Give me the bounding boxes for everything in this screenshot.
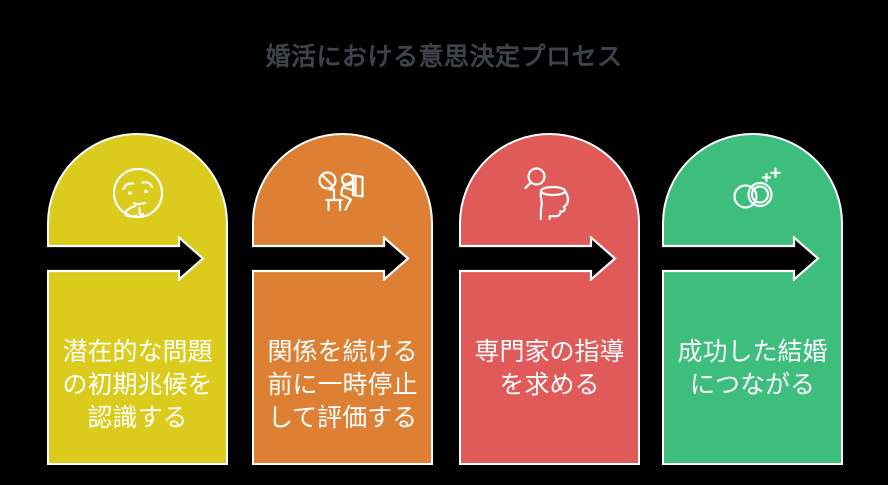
step-column-successful-marriage: 成功した結婚 につながる bbox=[662, 133, 843, 465]
step-label: 関係を続ける 前に一時停止 して評価する bbox=[267, 337, 418, 432]
mind-magnifier-icon bbox=[461, 165, 638, 223]
flow-arrow bbox=[459, 236, 617, 281]
prohibition-reading-person-icon bbox=[254, 165, 431, 223]
step-label: 潜在的な問題 の初期兆候を 認識する bbox=[62, 337, 213, 432]
step-label: 成功した結婚 につながる bbox=[677, 337, 828, 399]
page-title: 婚活における意思決定プロセス bbox=[265, 42, 623, 71]
step-label: 専門家の指導 を求める bbox=[474, 337, 625, 399]
step-column-recognize: 潜在的な問題 の初期兆候を 認識する bbox=[47, 133, 228, 465]
step-column-seek-guidance: 専門家の指導 を求める bbox=[459, 133, 640, 465]
flow-arrow bbox=[662, 236, 820, 281]
flow-arrow bbox=[47, 236, 205, 281]
thinking-face-icon bbox=[49, 165, 226, 223]
flow-arrow bbox=[252, 236, 410, 281]
step-column-pause-evaluate: 関係を続ける 前に一時停止 して評価する bbox=[252, 133, 433, 465]
wedding-rings-icon bbox=[664, 165, 841, 223]
